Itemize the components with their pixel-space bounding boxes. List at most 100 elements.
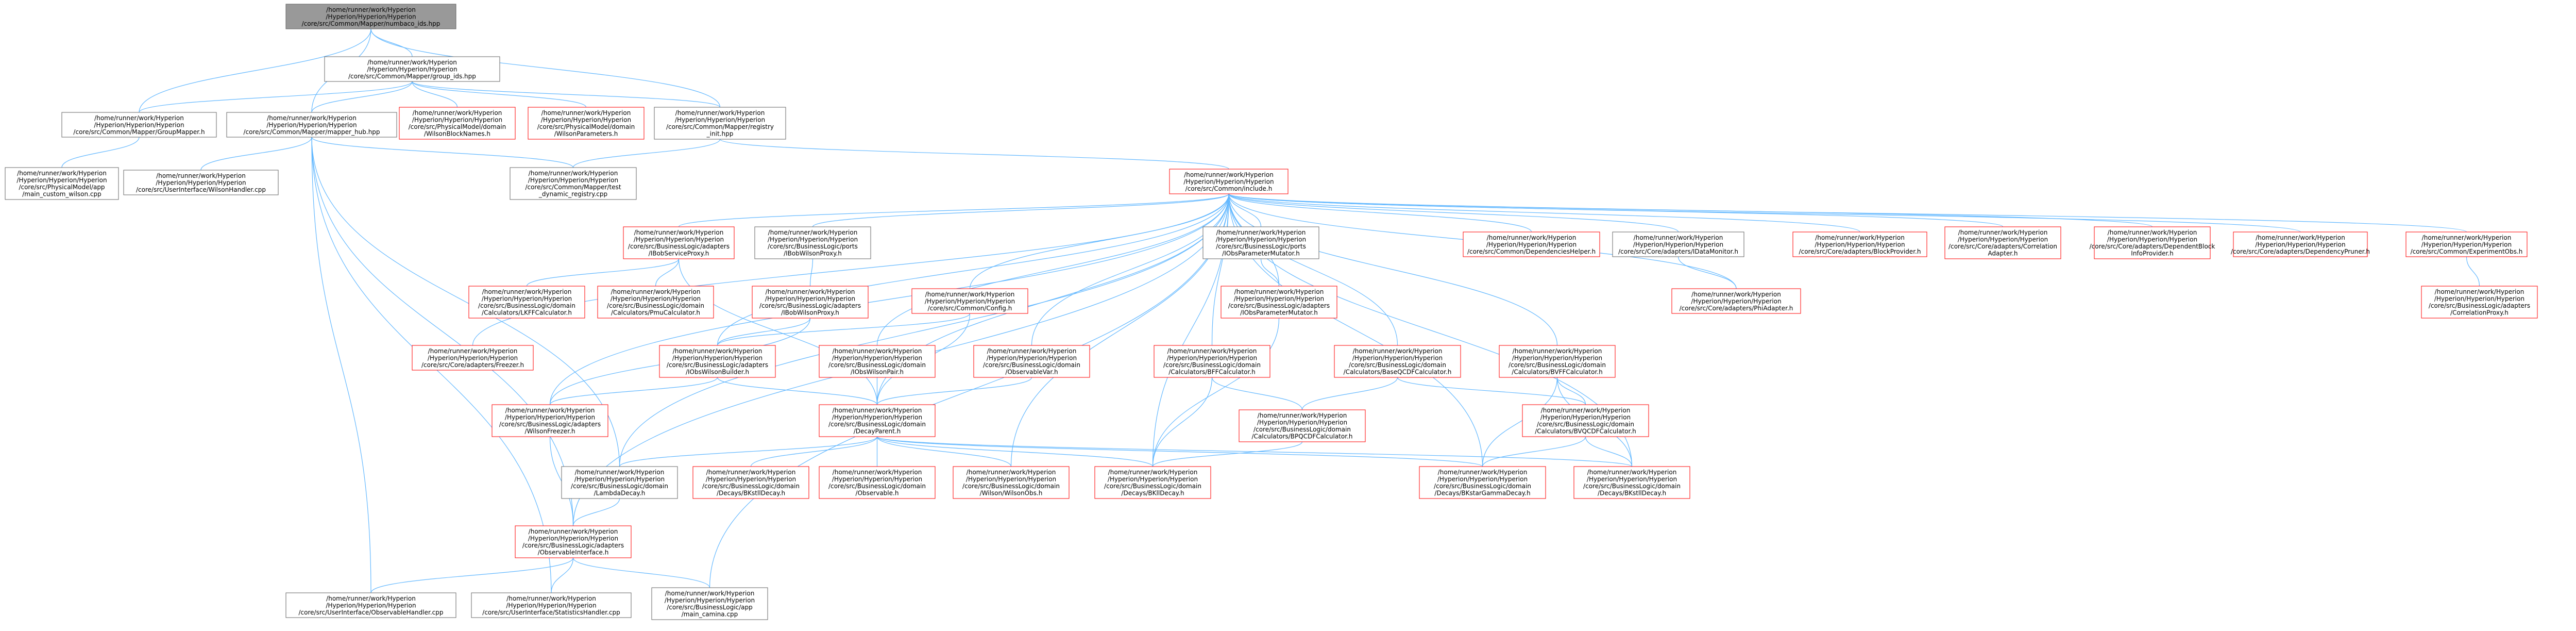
node-label-line: /home/runner/work/Hyperion bbox=[1258, 412, 1347, 419]
graph-node[interactable]: /home/runner/work/Hyperion/Hyperion/Hype… bbox=[412, 345, 534, 371]
graph-node[interactable]: /home/runner/work/Hyperion/Hyperion/Hype… bbox=[1573, 466, 1690, 499]
graph-node[interactable]: /home/runner/work/Hyperion/Hyperion/Hype… bbox=[819, 466, 936, 499]
node-label-line: /Hyperion/Hyperion/Hyperion bbox=[2255, 241, 2345, 248]
graph-node[interactable]: /home/runner/work/Hyperion/Hyperion/Hype… bbox=[953, 466, 1070, 499]
node-label-line: /ObservableInterface.h bbox=[538, 549, 609, 556]
graph-node[interactable]: /home/runner/work/Hyperion/Hyperion/Hype… bbox=[399, 107, 516, 140]
node-layer: /home/runner/work/Hyperion/Hyperion/Hype… bbox=[5, 4, 2538, 620]
graph-node[interactable]: /home/runner/work/Hyperion/Hyperion/Hype… bbox=[1522, 404, 1649, 437]
dependency-edge bbox=[812, 190, 1231, 227]
node-label-line: /Calculators/PmuCalculator.h bbox=[611, 309, 700, 317]
graph-node[interactable]: /home/runner/work/Hyperion/Hyperion/Hype… bbox=[2090, 226, 2215, 259]
graph-node[interactable]: /home/runner/work/Hyperion/Hyperion/Hype… bbox=[528, 107, 645, 140]
node-box bbox=[1499, 345, 1616, 378]
dependency-edge bbox=[1227, 190, 1532, 233]
node-label-line: /WilsonParameters.h bbox=[554, 130, 618, 138]
node-label-line: /core/src/BusinessLogic/adapters bbox=[628, 243, 730, 250]
node-label-line: /core/src/BusinessLogic/domain bbox=[1537, 421, 1634, 428]
node-box bbox=[1612, 231, 1744, 257]
node-label-line: /home/runner/work/Hyperion bbox=[1691, 291, 1781, 298]
node-label-line: /core/src/Common/Config.h bbox=[928, 305, 1012, 312]
graph-node[interactable]: /home/runner/work/Hyperion/Hyperion/Hype… bbox=[1944, 226, 2061, 259]
graph-node[interactable]: /home/runner/work/Hyperion/Hyperion/Hype… bbox=[1671, 288, 1801, 314]
node-label-line: /home/runner/work/Hyperion bbox=[1216, 229, 1306, 236]
node-label-line: /Calculators/BFFCalculator.h bbox=[1168, 369, 1256, 376]
node-label-line: /Hyperion/Hyperion/Hyperion bbox=[1257, 419, 1347, 426]
graph-node[interactable]: /home/runner/work/Hyperion/Hyperion/Hype… bbox=[754, 226, 871, 259]
graph-node[interactable]: /home/runner/work/Hyperion/Hyperion/Hype… bbox=[492, 404, 608, 437]
graph-node[interactable]: /home/runner/work/Hyperion/Hyperion/Hype… bbox=[1499, 345, 1616, 378]
graph-node[interactable]: /home/runner/work/Hyperion/Hyperion/Hype… bbox=[1169, 169, 1289, 194]
node-box bbox=[1169, 169, 1289, 194]
graph-node[interactable]: /home/runner/work/Hyperion/Hyperion/Hype… bbox=[1792, 231, 1927, 257]
node-label-line: /home/runner/work/Hyperion bbox=[706, 469, 796, 476]
node-label-line: /home/runner/work/Hyperion bbox=[1234, 288, 1324, 295]
graph-node[interactable]: /home/runner/work/Hyperion/Hyperion/Hype… bbox=[5, 167, 119, 200]
node-label-line: /core/src/BusinessLogic/domain bbox=[828, 421, 926, 428]
node-label-line: /home/runner/work/Hyperion bbox=[1634, 234, 1723, 241]
graph-node[interactable]: /home/runner/work/Hyperion/Hyperion/Hype… bbox=[752, 286, 869, 319]
graph-node[interactable]: /home/runner/work/Hyperion/Hyperion/Hype… bbox=[623, 226, 735, 259]
node-label-line: /home/runner/work/Hyperion bbox=[634, 229, 724, 236]
dependency-edge bbox=[370, 554, 575, 593]
graph-node[interactable]: /home/runner/work/Hyperion/Hyperion/Hype… bbox=[911, 288, 1028, 314]
graph-node[interactable]: /home/runner/work/Hyperion/Hyperion/Hype… bbox=[2405, 231, 2528, 257]
node-label-line: /Hyperion/Hyperion/Hyperion bbox=[94, 121, 184, 128]
dependency-edge bbox=[310, 133, 371, 593]
graph-node[interactable]: /home/runner/work/Hyperion/Hyperion/Hype… bbox=[1094, 466, 1211, 499]
graph-node[interactable]: /home/runner/work/Hyperion/Hyperion/Hype… bbox=[561, 466, 678, 499]
node-label-line: /core/src/BusinessLogic/domain bbox=[828, 361, 926, 369]
graph-node[interactable]: /home/runner/work/Hyperion/Hyperion/Hype… bbox=[654, 107, 786, 140]
dependency-edge bbox=[809, 255, 815, 287]
node-label-line: /Hyperion/Hyperion/Hyperion bbox=[634, 236, 724, 243]
node-label-line: /home/runner/work/Hyperion bbox=[541, 109, 631, 117]
graph-node[interactable]: /home/runner/work/Hyperion/Hyperion/Hype… bbox=[1419, 466, 1546, 499]
dependency-edge bbox=[1010, 190, 1231, 467]
node-box bbox=[2421, 286, 2538, 319]
graph-node[interactable]: /home/runner/work/Hyperion/Hyperion/Hype… bbox=[471, 592, 632, 618]
graph-node[interactable]: /home/runner/work/Hyperion/Hyperion/Hype… bbox=[1463, 231, 1600, 257]
graph-node[interactable]: /home/runner/work/Hyperion/Hyperion/Hype… bbox=[468, 286, 585, 319]
node-box bbox=[819, 345, 936, 378]
graph-node[interactable]: /home/runner/work/Hyperion/Hyperion/Hype… bbox=[510, 167, 637, 200]
graph-node[interactable]: /home/runner/work/Hyperion/Hyperion/Hype… bbox=[61, 112, 217, 138]
node-label-line: /core/src/BusinessLogic/domain bbox=[607, 302, 704, 309]
graph-node[interactable]: /home/runner/work/Hyperion/Hyperion/Hype… bbox=[973, 345, 1090, 378]
graph-node[interactable]: /home/runner/work/Hyperion/Hyperion/Hype… bbox=[597, 286, 714, 319]
node-label-line: /core/src/Core/adapters/Correlation bbox=[1948, 243, 2057, 250]
graph-node[interactable]: /home/runner/work/Hyperion/Hyperion/Hype… bbox=[1154, 345, 1270, 378]
node-label-line: /core/src/Core/adapters/BlockProvider.h bbox=[1799, 248, 1921, 255]
graph-node[interactable]: /home/runner/work/Hyperion/Hyperion/Hype… bbox=[1202, 226, 1319, 259]
graph-node[interactable]: /home/runner/work/Hyperion/Hyperion/Hype… bbox=[515, 525, 632, 558]
graph-node[interactable]: /home/runner/work/Hyperion/Hyperion/Hype… bbox=[1239, 409, 1366, 442]
node-label-line: /Hyperion/Hyperion/Hyperion bbox=[1234, 295, 1324, 303]
graph-node[interactable]: /home/runner/work/Hyperion/Hyperion/Hype… bbox=[1612, 231, 1744, 257]
graph-node[interactable]: /home/runner/work/Hyperion/Hyperion/Hype… bbox=[123, 170, 279, 195]
node-label-line: /core/src/BusinessLogic/domain bbox=[1349, 361, 1446, 369]
node-box bbox=[324, 56, 500, 82]
graph-node[interactable]: /home/runner/work/Hyperion/Hyperion/Hype… bbox=[285, 592, 456, 618]
graph-node[interactable]: /home/runner/work/Hyperion/Hyperion/Hype… bbox=[324, 56, 500, 82]
graph-node[interactable]: /home/runner/work/Hyperion/Hyperion/Hype… bbox=[659, 345, 776, 378]
graph-node[interactable]: /home/runner/work/Hyperion/Hyperion/Hype… bbox=[819, 404, 936, 437]
node-label-line: /Calculators/BVQCDFCalculator.h bbox=[1535, 428, 1636, 435]
dependency-edge bbox=[549, 190, 1231, 405]
node-box bbox=[515, 525, 632, 558]
node-label-line: /CorrelationProxy.h bbox=[2450, 309, 2509, 317]
graph-node[interactable]: /home/runner/work/Hyperion/Hyperion/Hype… bbox=[819, 345, 936, 378]
graph-node[interactable]: /home/runner/work/Hyperion/Hyperion/Hype… bbox=[226, 112, 397, 138]
node-label-line: /Hyperion/Hyperion/Hyperion bbox=[2434, 295, 2524, 303]
graph-node[interactable]: /home/runner/work/Hyperion/Hyperion/Hype… bbox=[2231, 231, 2370, 257]
graph-node[interactable]: /home/runner/work/Hyperion/Hyperion/Hype… bbox=[2421, 286, 2538, 319]
node-box bbox=[528, 107, 645, 140]
node-label-line: /Hyperion/Hyperion/Hyperion bbox=[1486, 241, 1577, 248]
node-label-line: /Hyperion/Hyperion/Hyperion bbox=[706, 476, 796, 483]
graph-node[interactable]: /home/runner/work/Hyperion/Hyperion/Hype… bbox=[1221, 286, 1337, 319]
graph-node[interactable]: /home/runner/work/Hyperion/Hyperion/Hype… bbox=[651, 587, 768, 620]
node-label-line: /Hyperion/Hyperion/Hyperion bbox=[1437, 476, 1528, 483]
node-label-line: /Hyperion/Hyperion/Hyperion bbox=[541, 117, 631, 124]
graph-node[interactable]: /home/runner/work/Hyperion/Hyperion/Hype… bbox=[1334, 345, 1461, 378]
node-label-line: /Decays/BKstllDecay.h bbox=[1598, 490, 1666, 497]
graph-node[interactable]: /home/runner/work/Hyperion/Hyperion/Hype… bbox=[692, 466, 809, 499]
